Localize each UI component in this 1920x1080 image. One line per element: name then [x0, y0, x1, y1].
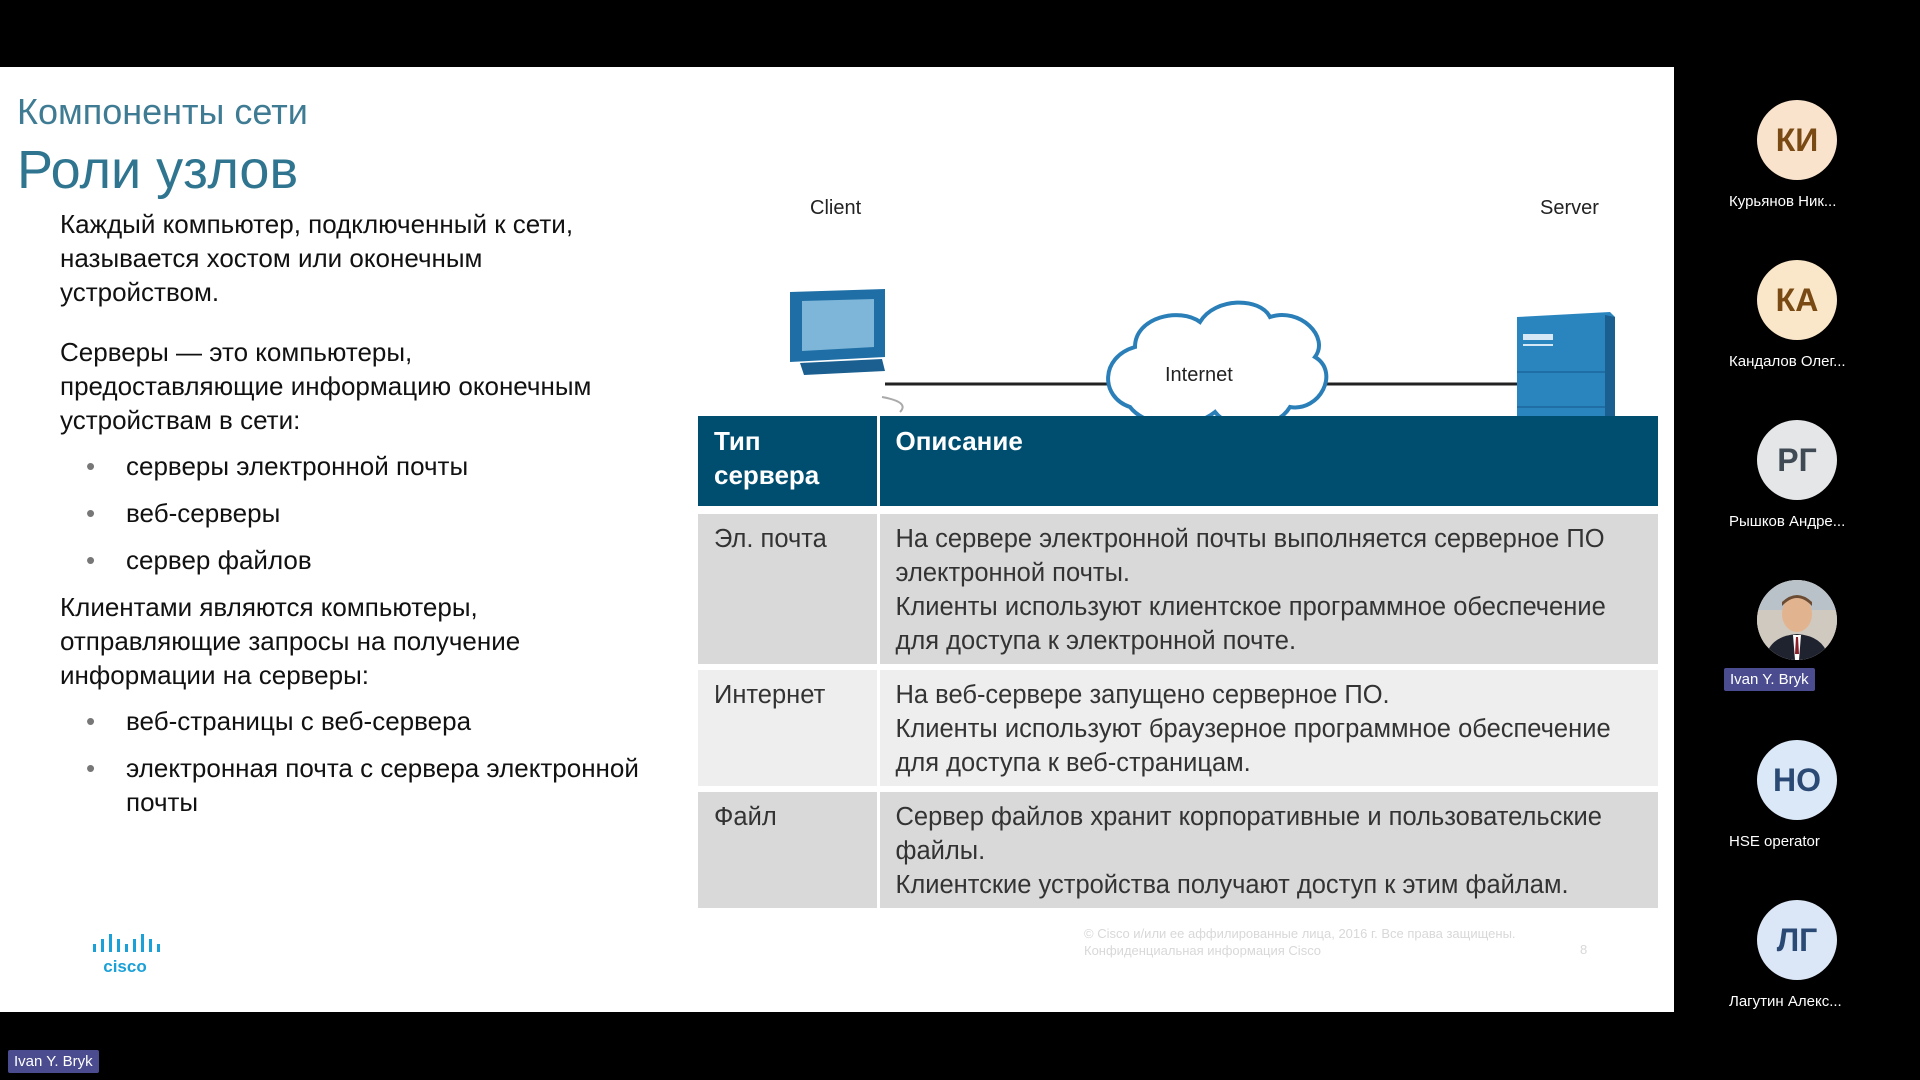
server-tower-icon	[1517, 312, 1615, 444]
cisco-logo: cisco	[90, 932, 160, 983]
slide-title: Роли узлов	[17, 140, 299, 200]
internet-label: Internet	[1165, 364, 1233, 386]
server-type-cell: Эл. почта	[698, 506, 880, 667]
client-label: Client	[810, 197, 862, 219]
description-line: Клиенты используют клиентское программно…	[895, 593, 1606, 655]
presentation-slide: Компоненты сети Роли узлов Каждый компью…	[0, 67, 1674, 1012]
participant-video-avatar	[1757, 580, 1837, 660]
person-photo-icon	[1757, 580, 1837, 660]
bullet-item: сервер файлов	[86, 543, 640, 577]
participant-avatar: РГ	[1757, 420, 1837, 500]
participant-avatar: КИ	[1757, 100, 1837, 180]
server-bullet-list: серверы электронной почты веб-серверы серв…	[60, 449, 640, 577]
participant-name: Рышков Андре...	[1729, 513, 1846, 530]
description-line: Клиентские устройства получают доступ к …	[895, 871, 1569, 899]
participant-tile[interactable]: НО HSE operator	[1674, 740, 1920, 870]
participant-avatar: НО	[1757, 740, 1837, 820]
cisco-bridge-icon: cisco	[93, 934, 160, 976]
servers-paragraph: Серверы — это компьютеры, предоставляющи…	[60, 337, 592, 435]
client-computer-icon	[770, 289, 904, 437]
participant-name: Курьянов Ник...	[1729, 193, 1837, 210]
description-line: На веб-сервере запущено серверное ПО.	[895, 681, 1390, 709]
description-line: Сервер файлов хранит корпоративные и пол…	[895, 803, 1602, 865]
bullet-item: серверы электронной почты	[86, 449, 640, 483]
participant-tile[interactable]: КИ Курьянов Ник...	[1674, 100, 1920, 230]
slide-body-text: Каждый компьютер, подключенный к сети, н…	[60, 207, 640, 832]
participant-avatar: ЛГ	[1757, 900, 1837, 980]
clients-paragraph: Клиентами являются компьютеры, отправляю…	[60, 592, 521, 690]
network-diagram-graphic	[770, 289, 1615, 444]
client-bullet-list: веб-страницы с веб-сервера электронная по…	[60, 704, 640, 819]
description-line: Клиенты используют браузерное программно…	[895, 715, 1611, 777]
bullet-item: электронная почта с сервера электронной …	[86, 751, 640, 819]
participant-tile[interactable]: ЛГ Лагутин Алекс...	[1674, 900, 1920, 1030]
section-title: Компоненты сети	[17, 91, 308, 132]
copyright-notice: © Cisco и/или ее аффилированные лица, 20…	[1084, 925, 1516, 959]
server-label: Server	[1540, 197, 1599, 219]
table-header-row: Тип сервера Описание	[698, 416, 1658, 510]
server-type-cell: Файл	[698, 786, 880, 908]
svg-text:cisco: cisco	[103, 957, 146, 976]
participant-tile[interactable]: Ivan Y. Bryk	[1674, 580, 1920, 710]
participants-panel: КИ Курьянов Ник... КА Кандалов Олег... РГ Рыш…	[1674, 0, 1920, 1080]
participant-name: Кандалов Олег...	[1729, 353, 1846, 370]
intro-paragraph: Каждый компьютер, подключенный к сети, н…	[60, 209, 574, 307]
self-view-name-tag: Ivan Y. Bryk	[8, 1050, 99, 1073]
copyright-line: © Cisco и/или ее аффилированные лица, 20…	[1084, 926, 1516, 941]
server-description-cell: На сервере электронной почты выполняется…	[878, 506, 1658, 667]
participant-name: Лагутин Алекс...	[1729, 993, 1842, 1010]
participant-name: Ivan Y. Bryk	[1724, 668, 1815, 691]
participant-tile[interactable]: РГ Рышков Андре...	[1674, 420, 1920, 550]
server-description-cell: На веб-сервере запущено серверное ПО. Кли…	[878, 664, 1658, 789]
participant-name: HSE operator	[1729, 833, 1820, 850]
server-description-cell: Сервер файлов хранит корпоративные и пол…	[878, 786, 1658, 908]
description-line: На сервере электронной почты выполняется…	[895, 525, 1605, 587]
header-description: Описание	[878, 416, 1658, 510]
participant-avatar: КА	[1757, 260, 1837, 340]
confidential-line: Конфиденциальная информация Cisco	[1084, 943, 1321, 958]
header-server-type: Тип сервера	[698, 416, 880, 510]
internet-cloud-icon	[1106, 300, 1329, 429]
bullet-item: веб-страницы с веб-сервера	[86, 704, 640, 738]
participant-tile[interactable]: КА Кандалов Олег...	[1674, 260, 1920, 390]
bullet-item: веб-серверы	[86, 496, 640, 530]
slide-page-number: 8	[1580, 942, 1588, 957]
server-type-cell: Интернет	[698, 664, 880, 789]
